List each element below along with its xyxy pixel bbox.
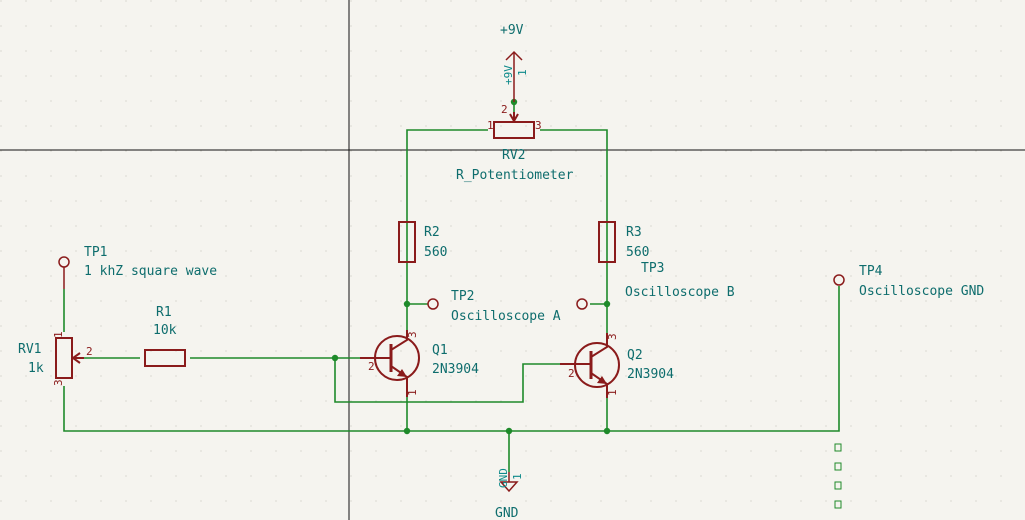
tp1-reference: TP1 [84, 245, 107, 260]
power-9v-pin-name: +9V [502, 65, 515, 85]
q2-transistor[interactable]: 3 2 1 Q2 2N3904 [560, 333, 674, 398]
q2-pin2: 2 [568, 367, 575, 380]
rv2-pin1: 1 [487, 119, 494, 132]
tp4-value: Oscilloscope GND [859, 284, 984, 299]
ground-label: GND [495, 506, 519, 520]
q2-pin1: 1 [606, 389, 619, 396]
no-connect-markers [834, 443, 842, 509]
r3-value: 560 [626, 245, 649, 260]
r1-reference: R1 [156, 305, 172, 320]
rv1-pin3: 3 [52, 379, 65, 386]
q2-value: 2N3904 [627, 367, 674, 382]
power-9v-label: +9V [500, 23, 524, 38]
tp4-reference: TP4 [859, 264, 883, 279]
power-9v-symbol[interactable]: +9V +9V 1 [500, 23, 529, 102]
r1-value: 10k [153, 323, 177, 338]
tp2-reference: TP2 [451, 289, 474, 304]
tp3-reference: TP3 [641, 261, 664, 276]
r2-resistor[interactable]: R2 560 [398, 221, 447, 263]
q1-pin3: 3 [406, 331, 419, 338]
q1-pin1: 1 [406, 389, 419, 396]
rv2-pin2: 2 [501, 103, 508, 116]
tp3-test-point[interactable]: TP3 Oscilloscope B [576, 261, 735, 310]
ground-pin-number: 1 [511, 473, 524, 480]
q1-pin2: 2 [368, 360, 375, 373]
q1-reference: Q1 [432, 343, 448, 358]
ground-pin-name: GND [497, 468, 510, 488]
r1-resistor[interactable]: R1 10k [144, 305, 186, 367]
rv2-potentiometer[interactable]: 1 2 3 RV2 R_Potentiometer [456, 103, 574, 183]
rv1-potentiometer[interactable]: 1 2 3 RV1 1k [18, 331, 93, 386]
rv1-value: 1k [28, 361, 44, 376]
tp1-test-point[interactable]: TP1 1 khZ square wave [58, 245, 217, 289]
q2-pin3: 3 [606, 333, 619, 340]
tp3-value: Oscilloscope B [625, 285, 735, 300]
rv2-reference: RV2 [502, 148, 525, 163]
rv2-pin3: 3 [535, 119, 542, 132]
ground-symbol[interactable]: GND 1 GND [495, 468, 524, 520]
wires [63, 102, 840, 472]
rv2-value: R_Potentiometer [456, 168, 574, 183]
r3-resistor[interactable]: R3 560 [598, 221, 649, 263]
r2-reference: R2 [424, 225, 440, 240]
rv1-reference: RV1 [18, 342, 41, 357]
tp2-test-point[interactable]: TP2 Oscilloscope A [427, 289, 561, 324]
power-9v-pin-number: 1 [516, 69, 529, 76]
tp1-value: 1 khZ square wave [84, 264, 217, 279]
tp4-test-point[interactable]: TP4 Oscilloscope GND [833, 264, 984, 299]
q2-reference: Q2 [627, 348, 643, 363]
rv1-pin2: 2 [86, 345, 93, 358]
r3-reference: R3 [626, 225, 642, 240]
q1-transistor[interactable]: 3 2 1 Q1 2N3904 [360, 330, 479, 397]
r2-value: 560 [424, 245, 447, 260]
q1-value: 2N3904 [432, 362, 479, 377]
tp2-value: Oscilloscope A [451, 309, 561, 324]
rv1-pin1: 1 [52, 331, 65, 338]
